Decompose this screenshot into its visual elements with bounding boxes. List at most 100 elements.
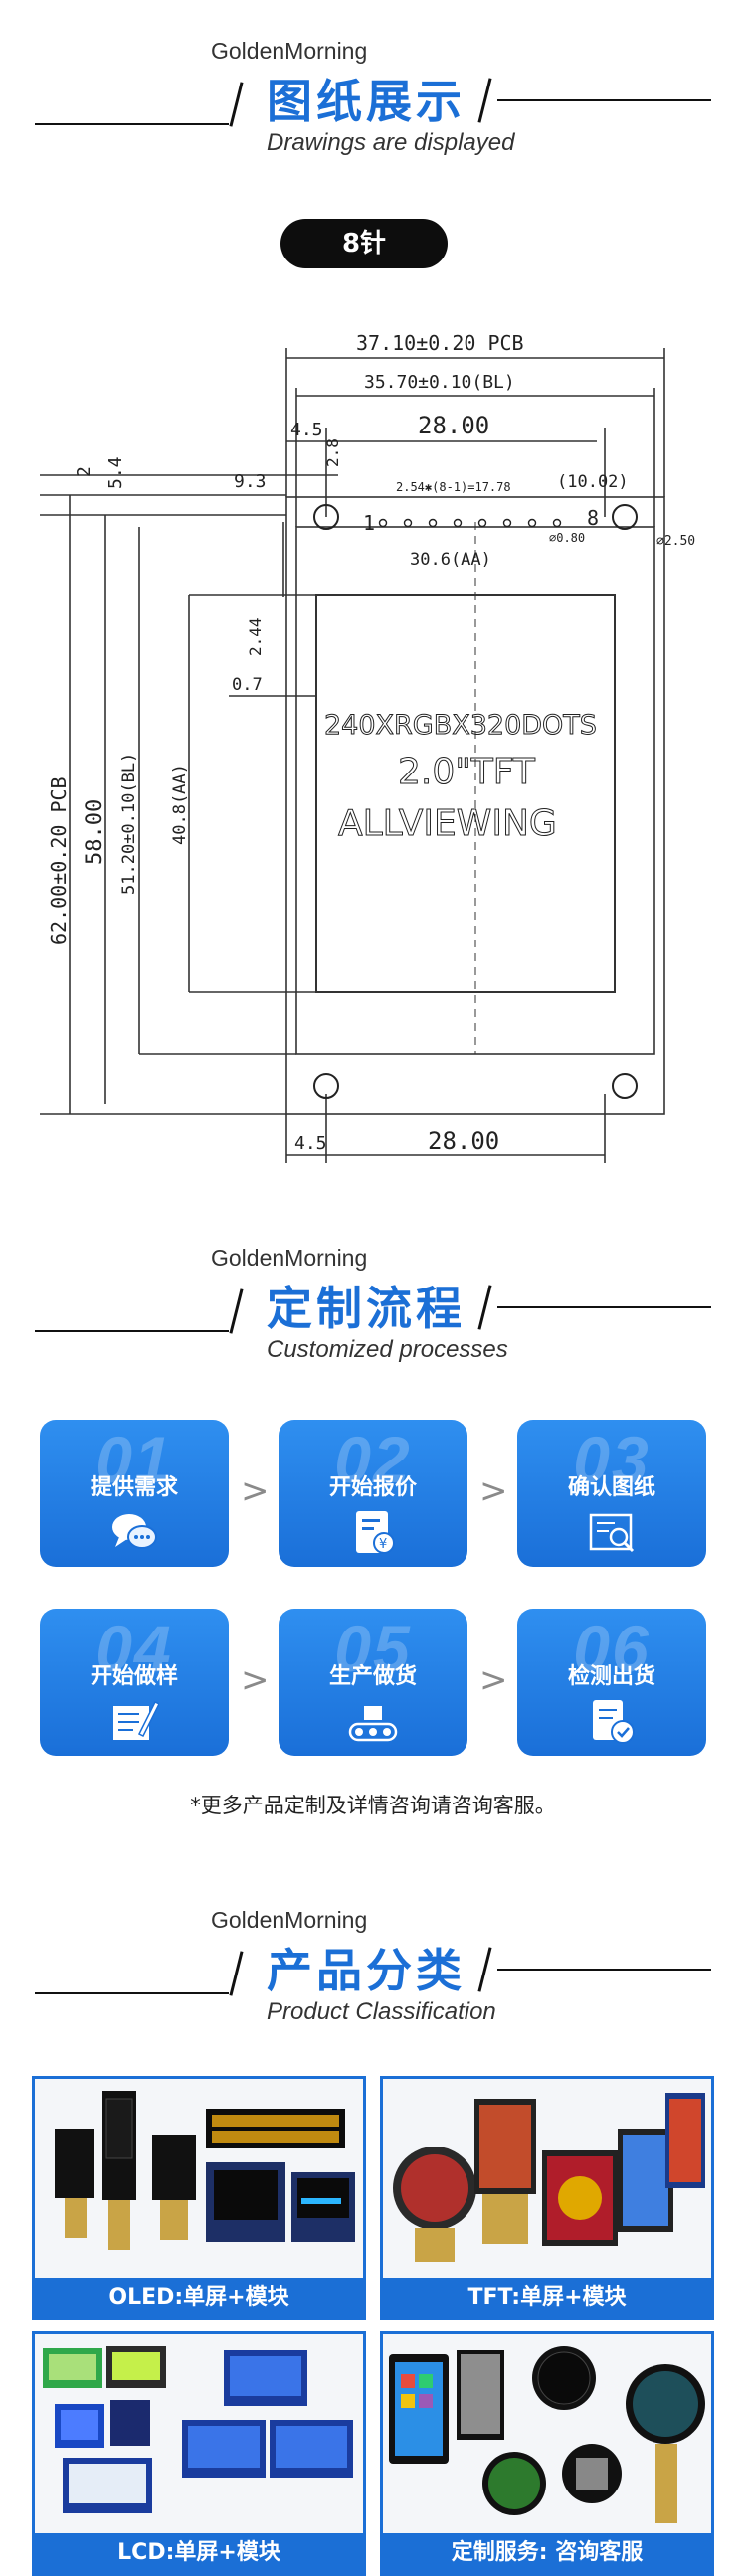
lcd-text-resolution: 240XRGBX320DOTS — [324, 710, 597, 741]
dim-10-02: (10.02) — [557, 472, 629, 492]
step-label: 开始做样 — [90, 1664, 178, 1689]
dim-bl-width: 35.70±0.10(BL) — [364, 372, 515, 393]
arrow-icon: > — [479, 1660, 508, 1700]
mount-hole — [313, 504, 339, 530]
section-subtitle: Product Classification — [267, 1998, 496, 2025]
section-title: 图纸展示 — [267, 75, 466, 128]
pin-row — [378, 518, 562, 528]
dim-hole-diameter: ⌀2.50 — [656, 534, 695, 549]
product-caption: LCD:单屏+模块 — [35, 2533, 363, 2573]
product-caption: 定制服务: 咨询客服 — [383, 2533, 711, 2573]
product-caption: TFT:单屏+模块 — [383, 2278, 711, 2318]
technical-drawing: 37.10±0.20 PCB 35.70±0.10(BL) 4.5 28.00 … — [40, 331, 695, 1163]
tft-products-image — [383, 2079, 711, 2278]
inspection-icon — [593, 1700, 635, 1744]
dim-2-44: 2.44 — [246, 617, 265, 656]
dim-58: 58.00 — [83, 799, 107, 865]
dim-aa-width: 30.6(AA) — [410, 550, 491, 570]
section-subtitle: Drawings are displayed — [267, 129, 515, 156]
dim-2: 2 — [74, 466, 94, 477]
lcd-text-viewing: ALLVIEWING — [338, 803, 557, 844]
mount-hole — [612, 1073, 638, 1099]
product-card-oled[interactable]: OLED:单屏+模块 — [32, 2076, 366, 2320]
active-area — [315, 594, 616, 993]
brand-name: GoldenMorning — [211, 38, 368, 64]
product-card-tft[interactable]: TFT:单屏+模块 — [380, 2076, 714, 2320]
dim-28-bottom: 28.00 — [428, 1127, 499, 1155]
divider-right — [497, 1306, 711, 1308]
dim-pcb-width: 37.10±0.20 PCB — [356, 331, 524, 355]
dim-4-5-top: 4.5 — [290, 420, 323, 440]
dim-bl-height: 51.20±0.10(BL) — [119, 753, 139, 895]
dim-pins: 2.54✱(8-1)=17.78 — [396, 480, 511, 494]
section-header-drawings: GoldenMorning 图纸展示 Drawings are displaye… — [0, 38, 746, 157]
section-header-process: GoldenMorning 定制流程 Customized processes — [0, 1245, 746, 1364]
dim-2-8: 2.8 — [323, 438, 342, 467]
step-number: 04 — [95, 1612, 173, 1685]
step-number: 01 — [95, 1423, 173, 1496]
divider-slash — [477, 1285, 492, 1330]
mount-hole — [612, 504, 638, 530]
divider-right — [497, 1969, 711, 1971]
arrow-icon: > — [241, 1471, 270, 1511]
process-step-2: 02 开始报价 ¥ — [279, 1420, 467, 1567]
product-card-custom[interactable]: 定制服务: 咨询客服 — [380, 2331, 714, 2576]
pin-8-label: 8 — [587, 506, 599, 530]
custom-products-image — [383, 2334, 711, 2533]
step-label: 提供需求 — [90, 1475, 178, 1500]
pin-1-label: 1 — [363, 511, 375, 535]
chat-bubbles-icon — [112, 1514, 157, 1549]
step-number: 03 — [573, 1423, 651, 1496]
product-caption: OLED:单屏+模块 — [35, 2278, 363, 2318]
brand-name: GoldenMorning — [211, 1907, 368, 1933]
lcd-text-size: 2.0"TFT — [398, 752, 536, 792]
step-number: 05 — [334, 1612, 412, 1685]
process-step-1: 01 提供需求 — [40, 1420, 229, 1567]
divider-left — [35, 1992, 229, 1994]
section-subtitle: Customized processes — [267, 1336, 508, 1363]
divider-slash — [229, 1288, 244, 1334]
process-step-6: 06 检测出货 — [517, 1609, 706, 1756]
process-step-5: 05 生产做货 — [279, 1609, 467, 1756]
dim-5-4: 5.4 — [105, 456, 126, 489]
divider-slash — [229, 82, 244, 127]
conveyor-icon — [348, 1706, 398, 1742]
lcd-products-image — [35, 2334, 363, 2533]
arrow-icon: > — [241, 1660, 270, 1700]
divider-slash — [229, 1951, 244, 1996]
process-step-4: 04 开始做样 — [40, 1609, 229, 1756]
divider-left — [35, 123, 229, 125]
svg-text:¥: ¥ — [379, 1537, 387, 1552]
brand-name: GoldenMorning — [211, 1245, 368, 1271]
section-title: 产品分类 — [267, 1944, 466, 1997]
dim-0-7: 0.7 — [232, 675, 263, 695]
divider-right — [497, 99, 711, 101]
dim-4-5-bottom: 4.5 — [294, 1133, 327, 1154]
step-number: 06 — [573, 1612, 651, 1685]
step-label: 确认图纸 — [567, 1475, 655, 1500]
process-note: *更多产品定制及详情咨询请咨询客服。 — [190, 1794, 556, 1817]
step-label: 生产做货 — [328, 1664, 417, 1689]
blueprint-check-icon — [589, 1513, 635, 1553]
dim-aa-height: 40.8(AA) — [170, 764, 190, 845]
divider-slash — [477, 78, 492, 123]
dim-28-top: 28.00 — [418, 412, 489, 439]
mount-hole — [313, 1073, 339, 1099]
oled-products-image — [35, 2079, 363, 2278]
pcb-outline — [285, 496, 665, 1115]
process-step-3: 03 确认图纸 — [517, 1420, 706, 1567]
section-title: 定制流程 — [267, 1282, 466, 1335]
divider-slash — [477, 1947, 492, 1992]
dim-pin-diameter: ⌀0.80 — [549, 531, 585, 545]
product-card-lcd[interactable]: LCD:单屏+模块 — [32, 2331, 366, 2576]
sample-drawing-icon — [113, 1700, 159, 1740]
section-header-products: GoldenMorning 产品分类 Product Classificatio… — [0, 1907, 746, 2026]
step-label: 检测出货 — [567, 1664, 655, 1689]
divider-left — [35, 1330, 229, 1332]
step-label: 开始报价 — [328, 1475, 417, 1500]
pin-count-badge: 8针 — [280, 219, 448, 268]
quote-document-icon: ¥ — [356, 1511, 395, 1554]
arrow-icon: > — [479, 1471, 508, 1511]
dim-pcb-height: 62.00±0.20 PCB — [47, 776, 71, 945]
dim-9-3: 9.3 — [234, 471, 267, 492]
